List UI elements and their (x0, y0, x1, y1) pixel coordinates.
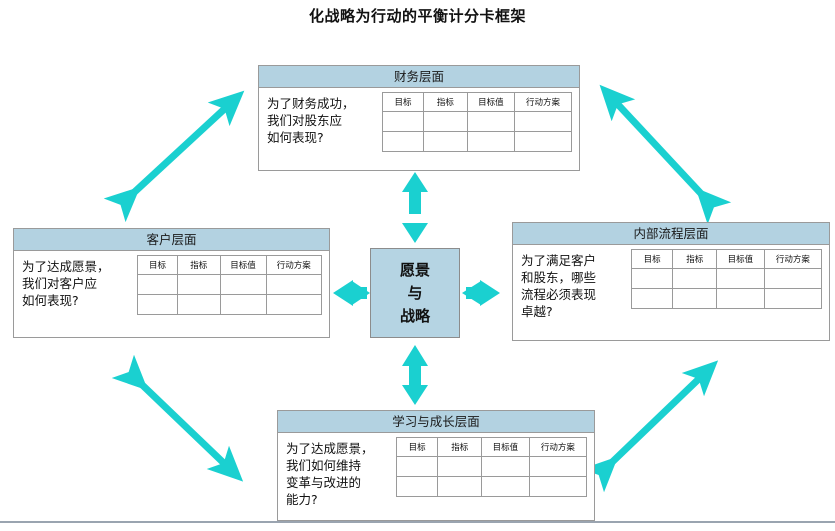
vision-line-3: 战略 (399, 306, 430, 325)
arrow-customer-vision-head (352, 281, 370, 305)
table-row[interactable] (630, 268, 823, 289)
col-header-target: 目标值 (466, 92, 515, 112)
card-body-financial: 为了财务成功， 我们对股东应 如何表现? 目标 指标 目标值 行动方案 (259, 88, 579, 157)
measures-table-customer[interactable]: 目标 指标 目标值 行动方案 (137, 255, 323, 315)
table-header-row: 目标 指标 目标值 行动方案 (381, 92, 573, 112)
col-header-initiative: 行动方案 (528, 437, 588, 457)
cell[interactable] (513, 111, 573, 132)
arrow-learning-internal (581, 360, 719, 493)
table-header-row: 目标 指标 目标值 行动方案 (630, 249, 823, 269)
vision-line-1: 愿景 (399, 260, 430, 279)
card-header-financial: 财务层面 (259, 66, 579, 88)
card-header-learning-growth: 学习与成长层面 (278, 411, 594, 433)
cell[interactable] (381, 131, 425, 152)
arrow-customer-learning (111, 354, 244, 482)
cell[interactable] (176, 294, 221, 315)
col-header-objective: 目标 (381, 92, 425, 112)
col-header-target: 目标值 (219, 255, 267, 275)
vision-strategy-box[interactable]: 愿景 与 战略 (370, 248, 460, 338)
perspective-card-financial[interactable]: 财务层面 为了财务成功， 我们对股东应 如何表现? 目标 指标 目标值 行动方案 (258, 65, 580, 171)
cell[interactable] (137, 294, 178, 315)
table-row[interactable] (630, 288, 823, 309)
perspective-card-customer[interactable]: 客户层面 为了达成愿景， 我们对客户应 如何表现? 目标 指标 目标值 行动方案 (13, 228, 330, 338)
card-question-internal-process: 为了满足客户 和股东，哪些 流程必须表现 卓越? (521, 253, 597, 319)
cell[interactable] (466, 111, 515, 132)
card-body-learning-growth: 为了达成愿景， 我们如何维持 变革与改进的 能力? 目标 指标 目标值 行动方案 (278, 433, 594, 513)
col-header-measure: 指标 (176, 255, 221, 275)
measures-table-internal-process[interactable]: 目标 指标 目标值 行动方案 (630, 249, 823, 309)
arrow-financial-vision (402, 172, 428, 243)
arrow-customer-financial (103, 90, 245, 223)
cell[interactable] (716, 268, 765, 289)
arrow-vision-internal (462, 280, 500, 306)
cell[interactable] (513, 131, 573, 152)
card-header-internal-process: 内部流程层面 (513, 223, 829, 245)
cell[interactable] (528, 456, 588, 477)
table-row[interactable] (137, 274, 323, 295)
cell[interactable] (672, 268, 718, 289)
table-row[interactable] (395, 456, 588, 477)
cell[interactable] (630, 288, 674, 309)
cell[interactable] (763, 288, 823, 309)
card-body-customer: 为了达成愿景， 我们对客户应 如何表现? 目标 指标 目标值 行动方案 (14, 251, 329, 320)
table-header-row: 目标 指标 目标值 行动方案 (395, 437, 588, 457)
card-question-financial: 为了财务成功， 我们对股东应 如何表现? (267, 96, 355, 145)
col-header-target: 目标值 (716, 249, 765, 269)
cell[interactable] (437, 456, 483, 477)
col-header-measure: 指标 (423, 92, 468, 112)
col-header-target: 目标值 (481, 437, 530, 457)
cell[interactable] (219, 274, 267, 295)
cell[interactable] (395, 476, 439, 497)
card-question-learning-growth: 为了达成愿景， 我们如何维持 变革与改进的 能力? (286, 441, 374, 507)
table-row[interactable] (137, 294, 323, 315)
cell[interactable] (381, 111, 425, 132)
cell[interactable] (176, 274, 221, 295)
page-title: 化战略为行动的平衡计分卡框架 (308, 7, 526, 25)
cell[interactable] (481, 456, 530, 477)
cell[interactable] (466, 131, 515, 152)
col-header-objective: 目标 (395, 437, 439, 457)
cell[interactable] (481, 476, 530, 497)
card-body-internal-process: 为了满足客户 和股东，哪些 流程必须表现 卓越? 目标 指标 目标值 行动方案 (513, 245, 829, 325)
cell[interactable] (423, 111, 468, 132)
cell[interactable] (219, 294, 267, 315)
cell[interactable] (437, 476, 483, 497)
table-row[interactable] (381, 111, 573, 132)
table-header-row: 目标 指标 目标值 行动方案 (137, 255, 323, 275)
col-header-initiative: 行动方案 (265, 255, 323, 275)
card-header-customer: 客户层面 (14, 229, 329, 251)
cell[interactable] (716, 288, 765, 309)
footer-divider (0, 521, 835, 523)
cell[interactable] (763, 268, 823, 289)
cell[interactable] (423, 131, 468, 152)
measures-table-learning-growth[interactable]: 目标 指标 目标值 行动方案 (395, 437, 588, 497)
perspective-card-internal-process[interactable]: 内部流程层面 为了满足客户 和股东，哪些 流程必须表现 卓越? 目标 指标 目标… (512, 222, 830, 341)
perspective-card-learning-growth[interactable]: 学习与成长层面 为了达成愿景， 我们如何维持 变革与改进的 能力? 目标 指标 … (277, 410, 595, 521)
col-header-objective: 目标 (137, 255, 178, 275)
col-header-initiative: 行动方案 (763, 249, 823, 269)
cell[interactable] (265, 294, 323, 315)
col-header-measure: 指标 (437, 437, 483, 457)
table-row[interactable] (381, 131, 573, 152)
col-header-initiative: 行动方案 (513, 92, 573, 112)
arrow-vision-learning (402, 345, 428, 405)
cell[interactable] (528, 476, 588, 497)
cell[interactable] (137, 274, 178, 295)
cell[interactable] (672, 288, 718, 309)
col-header-objective: 目标 (630, 249, 674, 269)
cell[interactable] (265, 274, 323, 295)
col-header-measure: 指标 (672, 249, 718, 269)
table-row[interactable] (395, 476, 588, 497)
cell[interactable] (630, 268, 674, 289)
cell[interactable] (395, 456, 439, 477)
vision-line-2: 与 (407, 283, 423, 302)
arrow-financial-internal (599, 84, 732, 225)
measures-table-financial[interactable]: 目标 指标 目标值 行动方案 (381, 92, 573, 152)
card-question-customer: 为了达成愿景， 我们对客户应 如何表现? (22, 259, 110, 308)
